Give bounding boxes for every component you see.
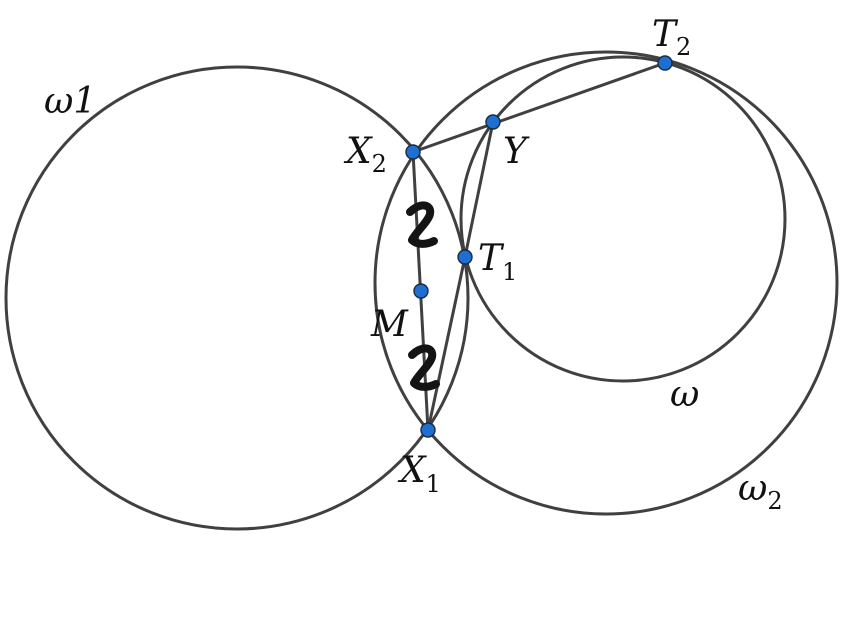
segment-y-t1 <box>463 121 495 258</box>
label-t1: T1 <box>478 238 517 286</box>
circle-omega <box>459 55 787 383</box>
point-y <box>485 114 501 130</box>
label-omega1: ω1 <box>44 81 96 122</box>
label-x2: X2 <box>343 131 387 178</box>
label-m: M <box>370 304 409 345</box>
point-t2 <box>657 55 673 71</box>
label-y: Y <box>503 131 530 172</box>
point-x1 <box>420 422 436 438</box>
segment-t1-x1 <box>426 256 467 431</box>
circle-omega1 <box>4 65 470 531</box>
point-t1 <box>457 249 473 265</box>
point-m <box>413 283 429 299</box>
label-omega2: ω2 <box>738 468 783 515</box>
point-x2 <box>405 144 421 160</box>
label-omega: ω <box>670 374 699 415</box>
label-t2: T2 <box>652 14 691 61</box>
segment-x2-t2 <box>412 61 666 154</box>
tick-mark-upper <box>406 201 438 248</box>
tick-mark-lower <box>408 344 440 391</box>
circle-omega2 <box>373 50 839 516</box>
label-x1: X1 <box>397 450 441 498</box>
